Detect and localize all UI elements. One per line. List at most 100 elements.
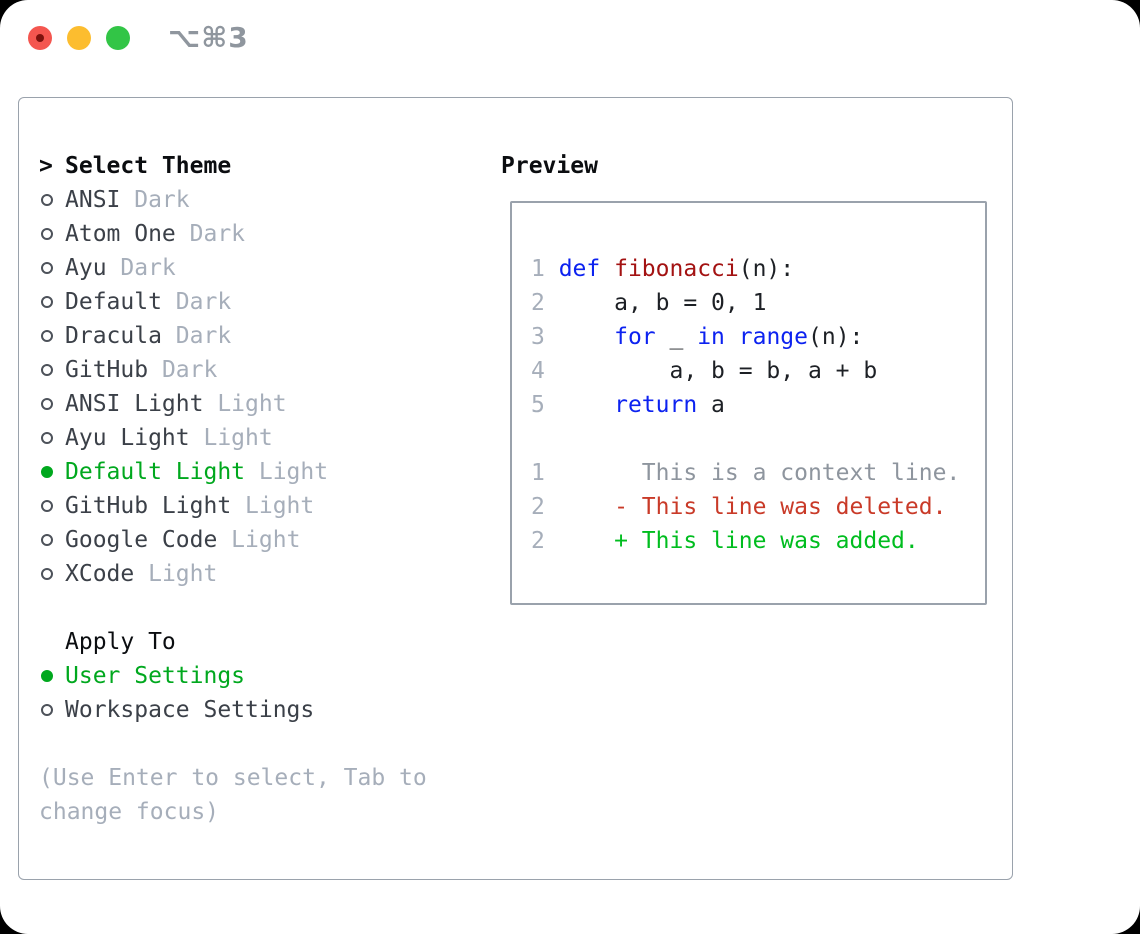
- theme-option-default[interactable]: Default Dark: [39, 285, 499, 319]
- code-segment-ctx: This is a context line.: [558, 460, 961, 486]
- window-title-shortcut: ⌥⌘3: [168, 21, 249, 54]
- theme-option-name: Default: [65, 289, 162, 315]
- code-segment-del: - This line was deleted.: [558, 494, 947, 520]
- theme-option-google-code[interactable]: Google Code Light: [39, 523, 499, 557]
- unsaved-indicator-icon: [36, 34, 44, 42]
- theme-option-ansi-light[interactable]: ANSI Light Light: [39, 387, 499, 421]
- keyboard-hint: (Use Enter to select, Tab to change focu…: [39, 765, 427, 825]
- radio-icon: [39, 251, 65, 285]
- line-number: 2: [531, 494, 559, 520]
- theme-option-ansi[interactable]: ANSI Dark: [39, 183, 499, 217]
- radio-selected-icon: [39, 659, 65, 693]
- spacer: [39, 591, 499, 625]
- theme-option-dracula[interactable]: Dracula Dark: [39, 319, 499, 353]
- theme-option-name: Ayu: [65, 255, 107, 281]
- code-line: 2 - This line was deleted.: [531, 490, 960, 524]
- code-segment-code: (n):: [808, 324, 864, 350]
- theme-option-variant: Light: [203, 391, 287, 417]
- theme-option-xcode[interactable]: XCode Light: [39, 557, 499, 591]
- theme-option-default-light[interactable]: Default Light Light: [39, 455, 499, 489]
- radio-icon: [39, 217, 65, 251]
- code-segment-fn: fibonacci: [614, 256, 739, 282]
- code-line: [531, 422, 960, 456]
- theme-option-github-light[interactable]: GitHub Light Light: [39, 489, 499, 523]
- code-segment-code: [559, 392, 614, 418]
- code-line: 2 a, b = 0, 1: [531, 286, 960, 320]
- code-segment-code: (n):: [738, 256, 795, 282]
- code-line: 2 + This line was added.: [531, 524, 960, 558]
- theme-option-ayu[interactable]: Ayu Dark: [39, 251, 499, 285]
- line-number: 2: [531, 528, 559, 554]
- code-segment-code: a, b = b, a + b: [558, 358, 878, 384]
- theme-option-variant: Light: [245, 459, 329, 485]
- code-segment-code: a: [697, 392, 725, 418]
- radio-selected-icon: [39, 455, 65, 489]
- zoom-button[interactable]: [106, 26, 130, 50]
- code-line: 4 a, b = b, a + b: [531, 354, 960, 388]
- theme-option-variant: Dark: [175, 221, 246, 247]
- apply-option-label: Workspace Settings: [65, 697, 315, 723]
- radio-icon: [39, 387, 65, 421]
- apply-to-title: Apply To: [39, 625, 499, 659]
- line-number: 2: [531, 290, 559, 316]
- radio-icon: [39, 183, 65, 217]
- theme-option-variant: Dark: [148, 357, 218, 383]
- code-segment-code: a, b = 0, 1: [558, 290, 767, 316]
- theme-option-variant: Dark: [161, 289, 232, 315]
- radio-icon: [39, 523, 65, 557]
- theme-option-github[interactable]: GitHub Dark: [39, 353, 499, 387]
- theme-option-name: ANSI: [65, 187, 121, 213]
- code-segment-code: [559, 324, 614, 350]
- radio-icon: [39, 319, 65, 353]
- theme-option-variant: Light: [231, 493, 315, 519]
- line-number: 5: [531, 392, 559, 418]
- minimize-button[interactable]: [67, 26, 91, 50]
- code-line: 1 This is a context line.: [531, 456, 960, 490]
- theme-option-atom-one[interactable]: Atom One Dark: [39, 217, 499, 251]
- theme-list-title: >Select Theme: [39, 149, 499, 183]
- radio-icon: [39, 693, 65, 727]
- code-segment-kw: return: [614, 392, 698, 418]
- titlebar: ⌥⌘3: [0, 0, 1140, 76]
- code-segment-code: [600, 256, 614, 282]
- spacer: [39, 727, 499, 761]
- apply-to-title-label: Apply To: [65, 629, 176, 655]
- code-line: 3 for _ in range(n):: [531, 320, 960, 354]
- line-number: 1: [531, 460, 559, 486]
- theme-option-name: Dracula: [65, 323, 162, 349]
- line-number: 3: [531, 324, 559, 350]
- apply-option-label: User Settings: [65, 663, 246, 689]
- theme-option-name: Ayu Light: [65, 425, 190, 451]
- theme-option-name: XCode: [65, 561, 135, 587]
- code-segment-kw: for: [614, 324, 656, 350]
- radio-icon: [39, 285, 65, 319]
- code-line: 5 return a: [531, 388, 960, 422]
- theme-option-name: Atom One: [65, 221, 176, 247]
- theme-option-variant: Light: [134, 561, 218, 587]
- code-segment-add: + This line was added.: [558, 528, 919, 554]
- code-segment-kw: def: [558, 256, 601, 282]
- theme-option-ayu-light[interactable]: Ayu Light Light: [39, 421, 499, 455]
- apply-option-workspace-settings[interactable]: Workspace Settings: [39, 693, 499, 727]
- close-button[interactable]: [28, 26, 52, 50]
- theme-option-name: GitHub Light: [65, 493, 232, 519]
- radio-icon: [39, 489, 65, 523]
- theme-option-variant: Dark: [106, 255, 176, 281]
- theme-option-variant: Light: [189, 425, 273, 451]
- code-segment-kw: in: [697, 324, 725, 350]
- theme-option-name: Google Code: [65, 527, 218, 553]
- apply-option-user-settings[interactable]: User Settings: [39, 659, 499, 693]
- line-number: 1: [531, 256, 559, 282]
- code-segment-code: [725, 324, 739, 350]
- theme-option-variant: Light: [217, 527, 301, 553]
- radio-icon: [39, 421, 65, 455]
- no-marker: [39, 625, 65, 659]
- code-segment-kw: range: [738, 324, 808, 350]
- code-line: 1 def fibonacci(n):: [531, 252, 960, 286]
- theme-option-name: Default Light: [65, 459, 246, 485]
